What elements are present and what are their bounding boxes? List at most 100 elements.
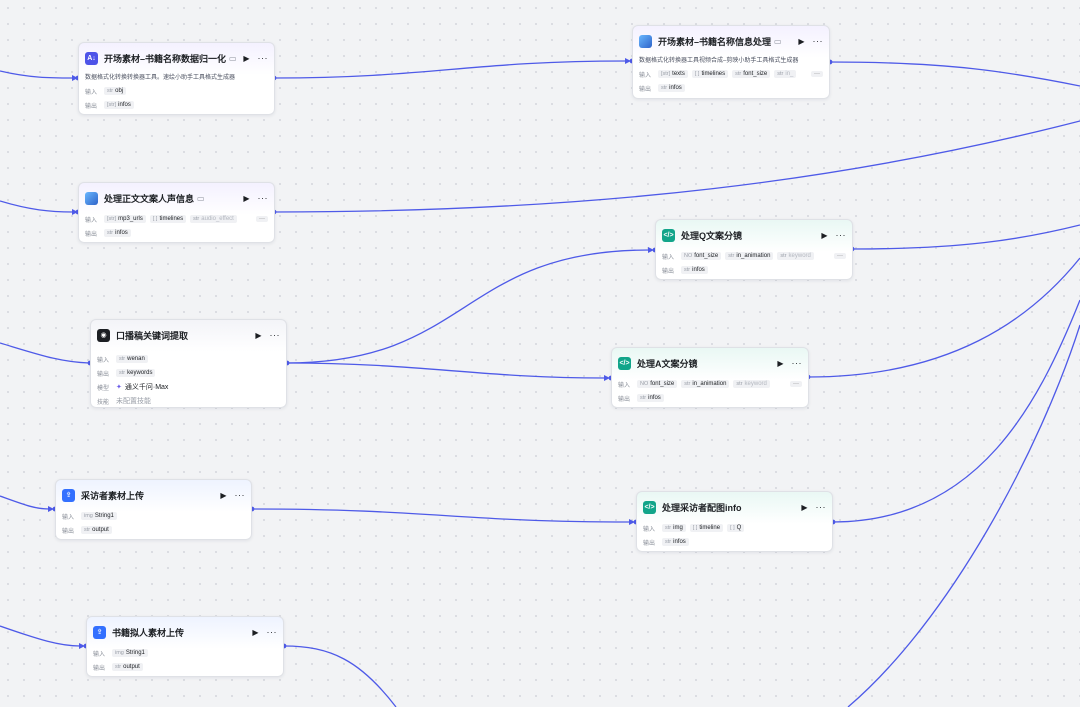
model-name: 通义千问·Max: [124, 384, 169, 391]
upload-icon: ⇪: [93, 625, 106, 639]
param-pill: [ ]timeline: [689, 524, 724, 532]
model-icon: ✦: [116, 384, 122, 391]
edge-into-n5: [0, 342, 90, 364]
photo-plugin-icon: [85, 191, 98, 205]
more-icon[interactable]: ···: [234, 490, 245, 500]
edge-n4-out: [851, 224, 1080, 250]
edge-n7-n8: [251, 508, 631, 523]
more-icon[interactable]: ···: [835, 230, 846, 240]
run-icon[interactable]: ▶: [821, 230, 828, 240]
skill-value: 未配置技能: [116, 398, 151, 405]
more-icon[interactable]: ···: [257, 53, 268, 63]
more-params-icon[interactable]: ···: [256, 216, 268, 222]
edge-arrow: [48, 506, 54, 512]
run-icon[interactable]: ▶: [801, 502, 808, 512]
edge-n3-out: [273, 120, 1080, 213]
param-pill: [ ]timelines: [691, 70, 729, 78]
node-voice-info[interactable]: 处理正文文案人声信息 ▭ ▶ ··· 输入 [str]mp3_urls [ ]t…: [78, 182, 275, 243]
node-header[interactable]: </> 处理Q文案分镜 ▶ ···: [656, 222, 852, 248]
llm-icon: ◉: [97, 328, 110, 342]
more-params-icon[interactable]: ···: [790, 381, 802, 387]
more-icon[interactable]: ···: [815, 502, 826, 512]
node-title: 开场素材–书籍名称数据归一化: [104, 53, 227, 64]
node-title: 处理A文案分镜: [637, 358, 698, 369]
more-params-icon[interactable]: ···: [834, 253, 846, 259]
run-icon[interactable]: ▶: [220, 490, 227, 500]
run-icon[interactable]: ▶: [243, 53, 250, 63]
node-title: 开场素材–书籍名称信息处理: [658, 36, 772, 47]
node-book-name-info-process[interactable]: 开场素材–书籍名称信息处理 ▭ ▶ ··· 数据格式化转换器工具视频合成–剪映小…: [632, 25, 830, 99]
more-icon[interactable]: ···: [266, 627, 277, 637]
node-header[interactable]: ⇪ 书籍拟人素材上传 ▶ ···: [87, 619, 283, 645]
edge-long-1: [847, 324, 1080, 707]
more-params-icon[interactable]: ···: [811, 71, 823, 77]
comment-icon: ▭: [197, 193, 205, 203]
run-icon[interactable]: ▶: [777, 358, 784, 368]
run-icon[interactable]: ▶: [798, 36, 805, 46]
more-icon[interactable]: ···: [269, 330, 280, 340]
code-icon: </>: [618, 356, 631, 370]
edge-n1-n2: [273, 60, 627, 79]
node-header[interactable]: A↓ 开场素材–书籍名称数据归一化 ▭ ▶ ···: [79, 45, 274, 71]
param-pill: [str]infos: [104, 101, 134, 109]
model-row: 模型 ✦ 通义千问·Max: [97, 384, 169, 392]
skill-row: 技能 未配置技能: [97, 398, 151, 406]
edge-n5-n4: [286, 249, 650, 364]
node-normalize-book-name[interactable]: A↓ 开场素材–书籍名称数据归一化 ▭ ▶ ··· 数据格式化转换转换器工具。速…: [78, 42, 275, 115]
edge-into-n1: [0, 70, 74, 79]
more-icon[interactable]: ···: [812, 36, 823, 46]
node-title: 处理Q文案分镜: [681, 230, 743, 241]
upload-icon: ⇪: [62, 488, 75, 502]
run-icon[interactable]: ▶: [255, 330, 262, 340]
node-header[interactable]: 处理正文文案人声信息 ▭ ▶ ···: [79, 185, 274, 211]
edge-into-n7: [0, 495, 50, 510]
node-header[interactable]: 开场素材–书籍名称信息处理 ▭ ▶ ···: [633, 28, 829, 54]
more-icon[interactable]: ···: [791, 358, 802, 368]
run-icon[interactable]: ▶: [252, 627, 259, 637]
node-header[interactable]: </> 处理A文案分镜 ▶ ···: [612, 350, 808, 376]
node-header[interactable]: </> 处理采访者配图info ▶ ···: [637, 494, 832, 520]
code-icon: </>: [662, 228, 675, 242]
comment-icon: ▭: [229, 53, 237, 63]
node-description: 数据格式化转换转换器工具。速绘小助手工具格式生成器: [85, 75, 236, 81]
node-title: 书籍拟人素材上传: [112, 627, 185, 638]
run-icon[interactable]: ▶: [243, 193, 250, 203]
param-pill: [str]texts: [658, 70, 688, 78]
edge-into-n3: [0, 200, 74, 213]
more-icon[interactable]: ···: [257, 193, 268, 203]
node-header[interactable]: ◉ 口播稿关键词提取 ▶ ···: [91, 322, 286, 348]
edge-arrow: [625, 58, 631, 64]
node-title: 处理正文文案人声信息: [104, 193, 195, 204]
node-header[interactable]: ⇪ 采访者素材上传 ▶ ···: [56, 482, 251, 508]
